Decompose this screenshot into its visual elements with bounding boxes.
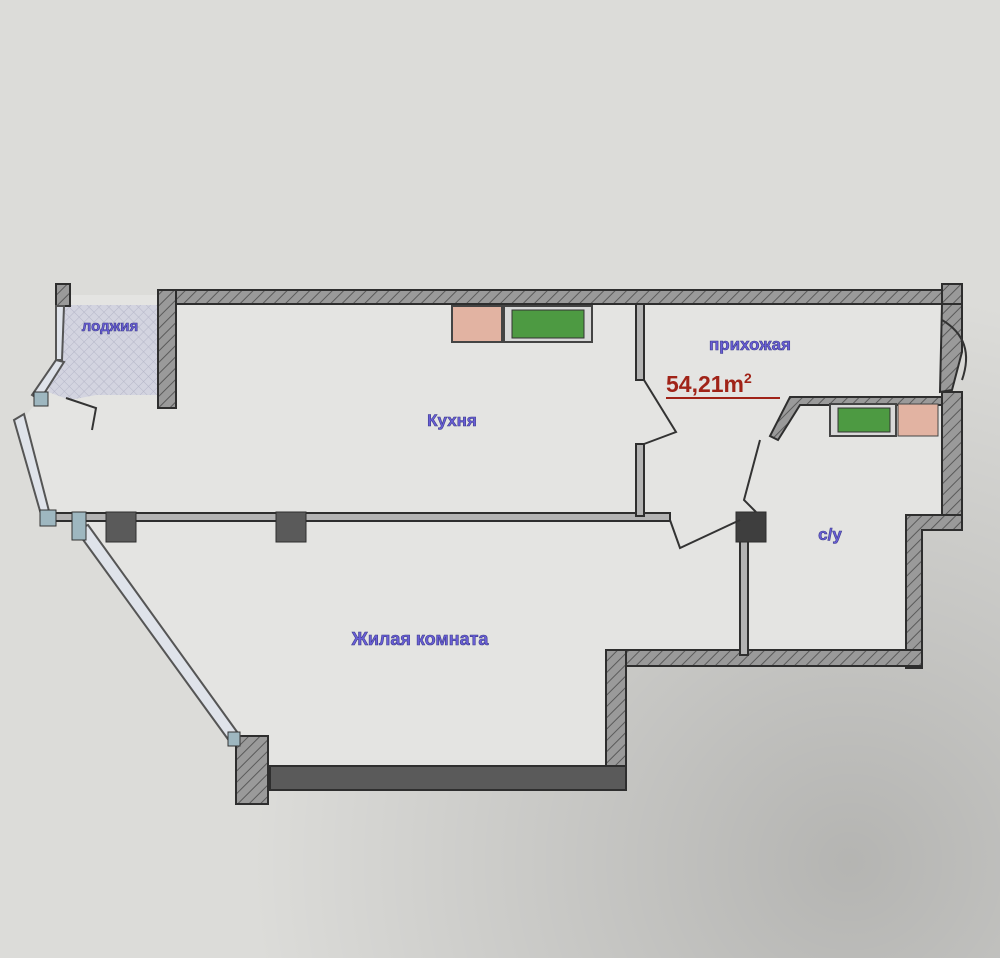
window-joint-1 xyxy=(33,391,49,407)
wall-top xyxy=(175,289,943,305)
wall-partition-hall-lower xyxy=(635,443,645,517)
column-2 xyxy=(275,511,307,543)
window-joint-3 xyxy=(71,511,87,541)
label-living-room: Жилая комната xyxy=(351,629,490,649)
window-joint-4 xyxy=(227,731,241,747)
total-area-label: 54,21m2 xyxy=(666,370,752,397)
kitchen-stove xyxy=(451,305,503,343)
label-hallway: прихожая xyxy=(709,335,791,354)
door-entrance xyxy=(941,319,967,381)
wall-right xyxy=(941,391,963,521)
wall-entrance xyxy=(938,303,963,394)
bathroom-sink xyxy=(837,407,891,433)
door-bathroom xyxy=(742,439,761,513)
door-kitchen xyxy=(643,379,678,445)
wall-bathroom-top xyxy=(768,396,943,442)
window-joint-2 xyxy=(39,509,57,527)
total-area-value: 54,21m xyxy=(666,371,744,397)
wall-living-step xyxy=(605,649,627,775)
walls xyxy=(47,283,963,805)
door-living xyxy=(669,519,741,550)
wall-bathroom-bottom xyxy=(619,649,923,667)
wall-right-step xyxy=(905,514,963,669)
wall-pillar-bottom-left xyxy=(235,735,269,805)
wall-partition-kitchen-living xyxy=(47,512,671,522)
bathroom-fixture xyxy=(897,403,939,437)
kitchen-sink xyxy=(511,309,585,339)
total-area-superscript: 2 xyxy=(744,370,752,386)
wall-loggia-right xyxy=(157,289,177,409)
wall-living-bottom xyxy=(269,765,627,791)
label-loggia: лоджия xyxy=(82,318,138,335)
loggia-floor xyxy=(48,305,158,400)
column-3 xyxy=(735,511,767,543)
label-kitchen: Кухня xyxy=(427,411,477,430)
door-loggia xyxy=(65,397,98,431)
window-loggia-top xyxy=(55,305,66,361)
label-bathroom: с/у xyxy=(818,525,842,544)
wall-loggia-top xyxy=(55,283,71,307)
column-1 xyxy=(105,511,137,543)
wall-partition-hall-upper xyxy=(635,303,645,381)
doors xyxy=(65,319,967,550)
